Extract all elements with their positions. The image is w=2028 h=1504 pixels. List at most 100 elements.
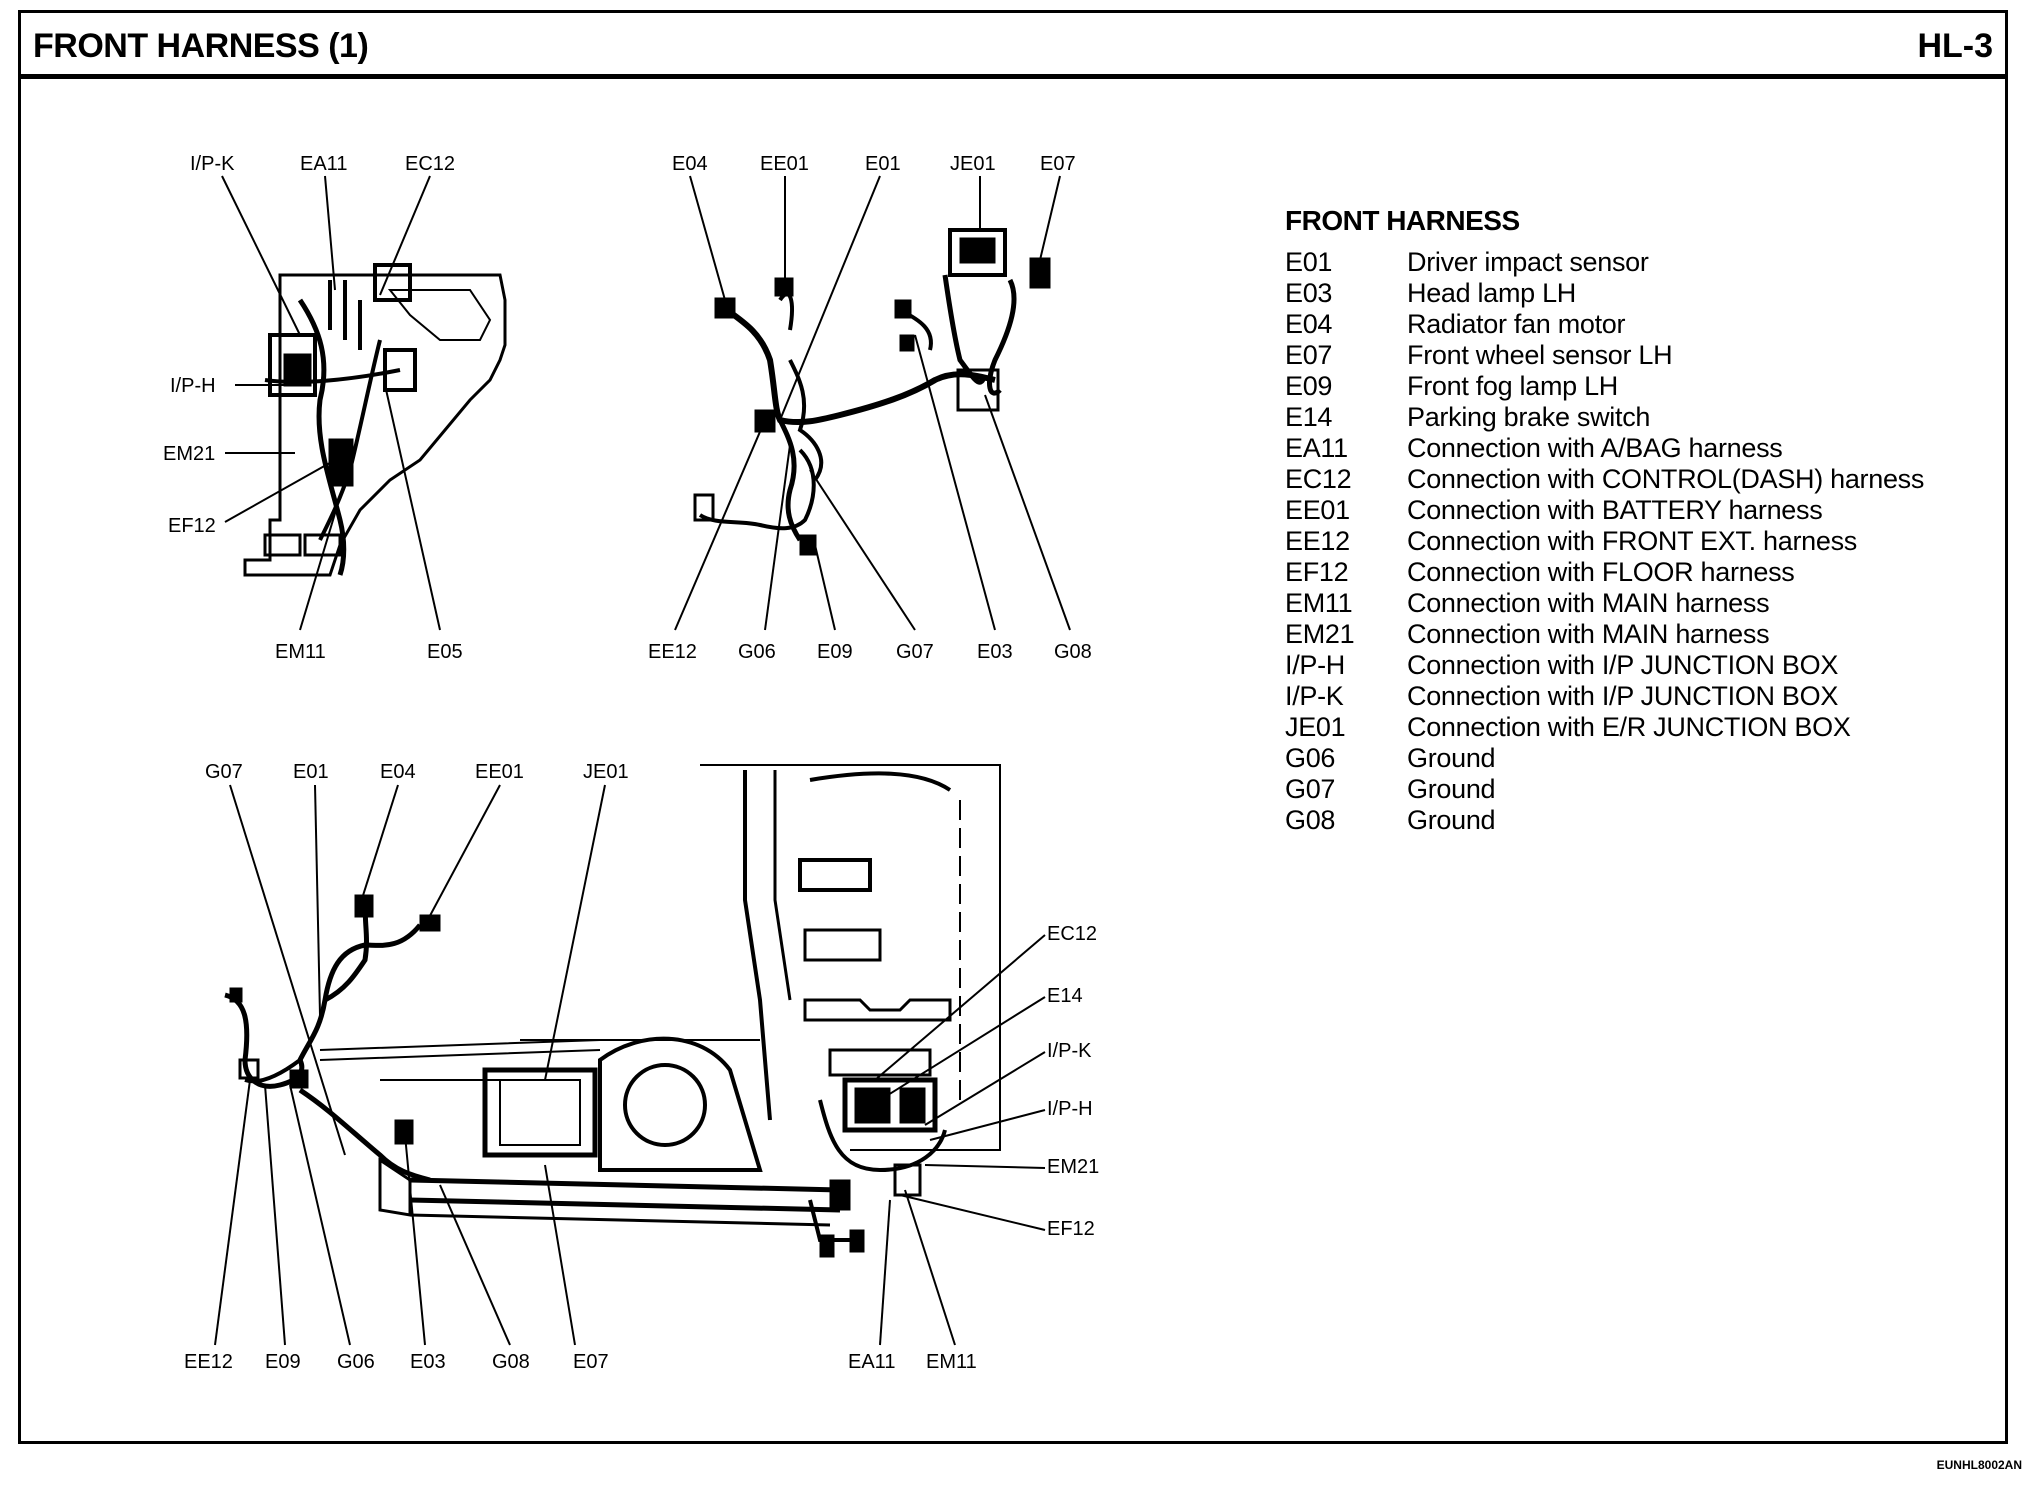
legend-description: Ground (1407, 743, 1496, 773)
legend-code: EM11 (1285, 588, 1353, 618)
document-id: EUNHL8002AN (1936, 1458, 2022, 1472)
label-ef12-d1: EF12 (168, 515, 216, 537)
legend-description: Connection with CONTROL(DASH) harness (1407, 464, 1925, 494)
legend-description: Ground (1407, 774, 1496, 804)
diagram-1 (221, 175, 507, 631)
label-e04-d2: E04 (672, 153, 708, 175)
label-ee01-d3: EE01 (475, 761, 524, 783)
label-g08-d3: G08 (492, 1351, 530, 1373)
legend-description: Front fog lamp LH (1407, 371, 1618, 401)
legend-code: EM21 (1285, 619, 1355, 649)
legend-code: I/P-K (1285, 681, 1344, 711)
label-ee12-d2: EE12 (648, 641, 697, 663)
legend-row: EF12 Connection with FLOOR harness (1285, 557, 1985, 588)
legend-row: E07 Front wheel sensor LH (1285, 340, 1985, 371)
label-je01-d3: JE01 (583, 761, 629, 783)
label-ee01-d2: EE01 (760, 153, 809, 175)
label-ea11-d1: EA11 (300, 153, 347, 175)
label-g07-d3: G07 (205, 761, 243, 783)
legend-row: EA11 Connection with A/BAG harness (1285, 433, 1985, 464)
legend-description: Connection with E/R JUNCTION BOX (1407, 712, 1851, 742)
legend-heading: FRONT HARNESS (1285, 205, 1520, 236)
label-je01-d2: JE01 (950, 153, 996, 175)
label-em21-d1: EM21 (163, 443, 215, 465)
diagram-2-harness (693, 228, 1051, 556)
label-e01-d3: E01 (293, 761, 329, 783)
label-em11-d1: EM11 (275, 641, 326, 663)
label-ipk-d1: I/P-K (190, 153, 235, 175)
legend-code: G08 (1285, 805, 1336, 835)
legend-description: Connection with FRONT EXT. harness (1407, 526, 1857, 556)
legend-code: G07 (1285, 774, 1336, 804)
legend-row: I/P-H Connection with I/P JUNCTION BOX (1285, 650, 1985, 681)
label-ec12-d3: EC12 (1047, 923, 1097, 945)
diagram-2-leaders (674, 175, 1071, 631)
legend-description: Ground (1407, 805, 1496, 835)
legend-row: E04 Radiator fan motor (1285, 309, 1985, 340)
diagram-3-leaders (214, 784, 1046, 1346)
legend-code: E14 (1285, 402, 1333, 432)
legend-description: Connection with A/BAG harness (1407, 433, 1783, 463)
legend-description: Head lamp LH (1407, 278, 1576, 308)
label-iph-d1: I/P-H (170, 375, 216, 397)
legend-code: E07 (1285, 340, 1333, 370)
legend-description: Connection with BATTERY harness (1407, 495, 1823, 525)
legend-row: I/P-K Connection with I/P JUNCTION BOX (1285, 681, 1985, 712)
label-ee12-d3: EE12 (184, 1351, 233, 1373)
legend-code: EE01 (1285, 495, 1350, 525)
label-ipk-d3: I/P-K (1047, 1040, 1092, 1062)
label-ea11-d3: EA11 (848, 1351, 895, 1373)
label-ef12-d3: EF12 (1047, 1218, 1095, 1240)
legend-description: Driver impact sensor (1407, 247, 1649, 277)
page-title: FRONT HARNESS (1) (33, 27, 369, 65)
label-e04-d3: E04 (380, 761, 416, 783)
label-e01-d2: E01 (865, 153, 901, 175)
label-e09-d3: E09 (265, 1351, 301, 1373)
legend-description: Front wheel sensor LH (1407, 340, 1673, 370)
legend-description: Radiator fan motor (1407, 309, 1626, 339)
label-e14-d3: E14 (1047, 985, 1083, 1007)
legend-row: G07 Ground (1285, 774, 1985, 805)
diagram-3-labels: G07 E01 E04 EE01 JE01 EC12 E14 I/P-K I/P… (184, 761, 1099, 1373)
legend-row: G08 Ground (1285, 805, 1985, 836)
label-g06-d2: G06 (738, 641, 776, 663)
label-iph-d3: I/P-H (1047, 1098, 1093, 1120)
legend-code: E09 (1285, 371, 1333, 401)
label-g08-d2: G08 (1054, 641, 1092, 663)
diagram-1-labels: I/P-K EA11 EC12 I/P-H EM21 EF12 EM11 E05 (163, 153, 463, 663)
legend-row: E14 Parking brake switch (1285, 402, 1985, 433)
page-frame: FRONT HARNESS (1) HL-3 (18, 10, 2008, 1444)
label-e03-d2: E03 (977, 641, 1013, 663)
legend-description: Parking brake switch (1407, 402, 1651, 432)
label-e05-d1: E05 (427, 641, 463, 663)
label-g06-d3: G06 (337, 1351, 375, 1373)
legend-code: EF12 (1285, 557, 1349, 587)
legend-code: E04 (1285, 309, 1333, 339)
diagram-3 (214, 764, 1046, 1346)
diagram-2-labels: E04 EE01 E01 JE01 E07 EE12 G06 E09 G07 E… (648, 153, 1092, 663)
legend-row: E09 Front fog lamp LH (1285, 371, 1985, 402)
label-e07-d2: E07 (1040, 153, 1076, 175)
page-code: HL-3 (1917, 27, 1993, 65)
legend-row: EE01 Connection with BATTERY harness (1285, 495, 1985, 526)
legend-description: Connection with FLOOR harness (1407, 557, 1795, 587)
header-bar: FRONT HARNESS (1) HL-3 (21, 13, 2005, 79)
legend-description: Connection with I/P JUNCTION BOX (1407, 681, 1839, 711)
diagram-1-leaders (221, 175, 441, 631)
legend-code: I/P-H (1285, 650, 1346, 680)
legend-description: Connection with I/P JUNCTION BOX (1407, 650, 1839, 680)
diagram-2 (674, 175, 1071, 631)
label-em21-d3: EM21 (1047, 1156, 1099, 1178)
legend-code: JE01 (1285, 712, 1346, 742)
diagram-1-body-panel (243, 263, 507, 577)
legend-code: EA11 (1285, 433, 1348, 463)
